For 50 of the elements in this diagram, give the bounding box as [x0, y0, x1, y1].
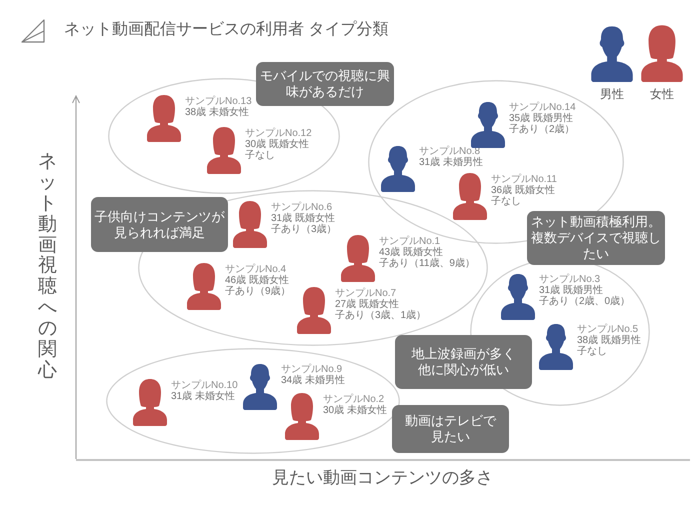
sample-number: サンプルNo.1 [379, 236, 440, 247]
callout-text: 動画はテレビで見たい [404, 413, 498, 445]
sample-number: サンプルNo.10 [171, 380, 238, 391]
sample-profile: 46歳 既婚女性 [225, 275, 290, 286]
sample-number: サンプルNo.12 [245, 128, 312, 139]
sample-number: サンプルNo.9 [281, 364, 342, 375]
sample-number: サンプルNo.13 [185, 96, 252, 107]
sample-children: 子なし [491, 196, 522, 207]
callout-text: モバイルでの視聴に興味があるだけ [259, 68, 391, 100]
sample-children: 子あり（2歳、0歳） [539, 296, 630, 307]
axis-label: ネット動画視聴への関心 [38, 152, 57, 382]
sample-children: 子あり（2歳） [509, 124, 576, 135]
sample-children: 子あり（3歳、1歳） [335, 310, 426, 321]
sample-number: サンプルNo.11 [491, 174, 557, 185]
sample-number: サンプルNo.6 [271, 202, 332, 213]
sample-number: サンプルNo.14 [509, 102, 576, 113]
sample-profile: 31歳 未婚女性 [171, 391, 236, 402]
sample-profile: 27歳 既婚女性 [335, 299, 400, 310]
sample-profile: 30歳 既婚女性 [245, 139, 310, 150]
sample-profile: 36歳 既婚女性 [491, 185, 556, 196]
sample-profile: 34歳 未婚男性 [281, 375, 345, 386]
sample-profile: 31歳 既婚女性 [271, 213, 336, 224]
sample-children: 子なし [245, 150, 276, 161]
sample-profile: 43歳 既婚女性 [379, 247, 444, 258]
sample-number: サンプルNo.7 [335, 288, 396, 299]
sample-children: 子あり（3歳） [271, 224, 337, 235]
comment-callout [256, 62, 394, 106]
legend-label: 男性 [599, 86, 625, 103]
legend-label: 女性 [649, 86, 675, 103]
sample-profile: 31歳 未婚男性 [419, 157, 483, 168]
callout-text: 子供向けコンテンツが見られれば満足 [94, 208, 226, 240]
axis-label: 見たい動画コンテンツの多さ [272, 467, 493, 489]
sample-children: 子なし [577, 346, 608, 357]
sample-profile: 31歳 既婚男性 [539, 285, 604, 296]
sample-profile: 35歳 既婚男性 [509, 113, 574, 124]
sample-number: サンプルNo.2 [323, 394, 384, 405]
comment-callout [395, 335, 532, 389]
sample-profile: 30歳 未婚女性 [323, 405, 387, 416]
callout-text: ネット動画積極利用。複数デバイスで視聴したい [530, 214, 662, 262]
sample-number: サンプルNo.5 [577, 324, 638, 335]
sample-profile: 38歳 既婚男性 [577, 335, 641, 346]
callout-text: 地上波録画が多く他に関心が低い [410, 346, 516, 378]
sample-children: 子あり（11歳、9歳） [379, 258, 475, 269]
sample-number: サンプルNo.4 [225, 264, 286, 275]
title: ネット動画配信サービスの利用者 タイプ分類 [64, 20, 388, 40]
sample-profile: 38歳 未婚女性 [185, 107, 250, 118]
comment-callout [392, 405, 509, 453]
comment-callout [91, 197, 228, 252]
sample-number: サンプルNo.3 [539, 274, 600, 285]
sample-children: 子あり（9歳） [225, 286, 291, 297]
